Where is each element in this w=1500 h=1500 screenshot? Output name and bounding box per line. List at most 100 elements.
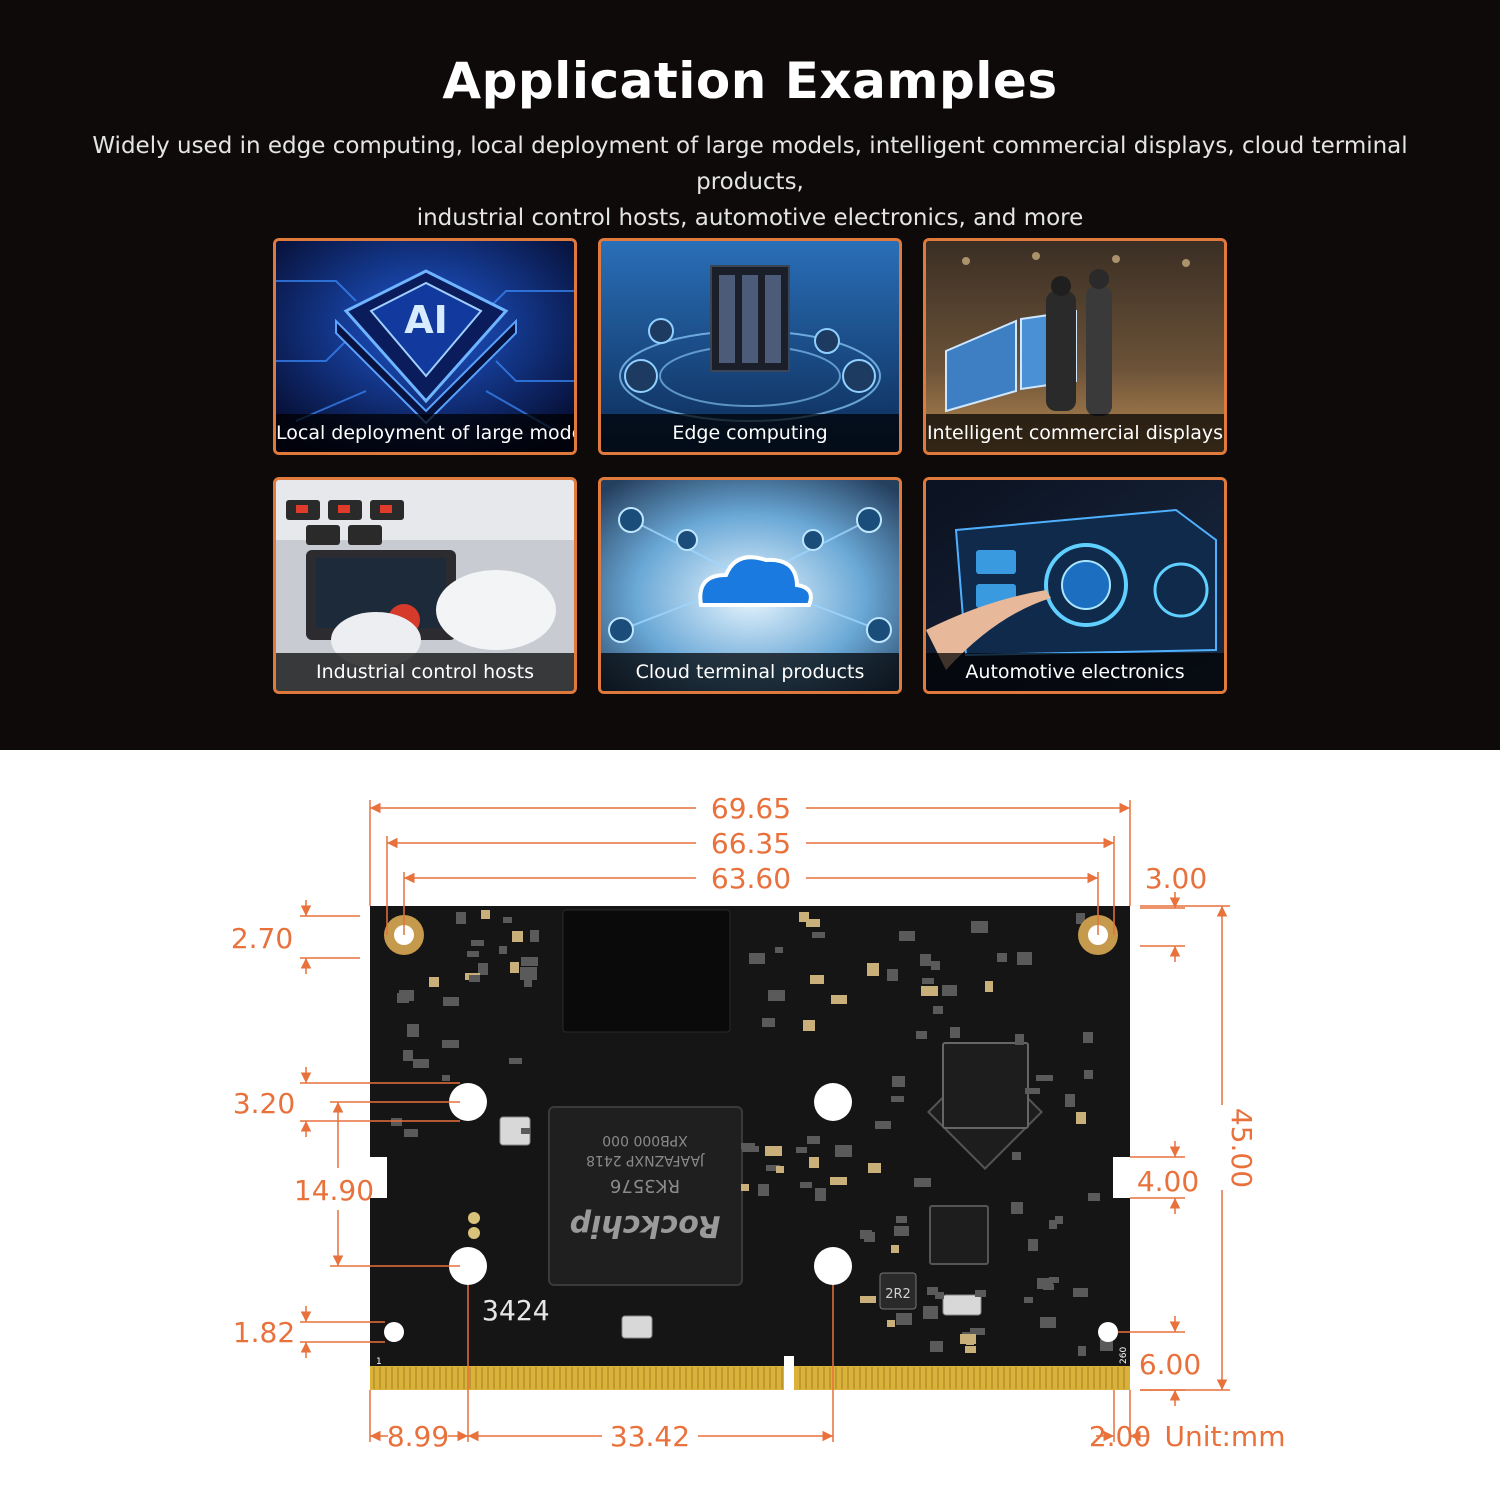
- dim-width-holes: 66.35: [711, 827, 791, 860]
- subtitle-line-2: industrial control hosts, automotive ele…: [416, 205, 1084, 231]
- smd-component: [1049, 1220, 1057, 1229]
- application-section: Application Examples Widely used in edge…: [0, 0, 1500, 750]
- smd-component: [456, 912, 466, 924]
- smd-component: [975, 1290, 986, 1297]
- smd-component: [442, 1075, 450, 1081]
- smd-component: [442, 1040, 459, 1048]
- smd-component: [914, 1178, 931, 1187]
- smd-component: [766, 1165, 780, 1171]
- smd-component: [512, 931, 523, 942]
- smd-component: [950, 1027, 960, 1038]
- subtitle-line-1: Widely used in edge computing, local dep…: [92, 133, 1408, 195]
- card-caption: Automotive electronics: [926, 653, 1224, 691]
- mounting-hole: [1098, 1322, 1118, 1342]
- smd-component: [1088, 1193, 1100, 1201]
- smd-component: [1100, 1339, 1113, 1351]
- smd-component: [399, 990, 414, 1001]
- smd-component: [1025, 1088, 1040, 1094]
- smd-component: [520, 967, 537, 980]
- dim-right-hole: 3.00: [1145, 862, 1207, 895]
- mounting-hole: [814, 1247, 852, 1285]
- smd-component: [891, 1245, 899, 1253]
- smd-component: [1012, 1152, 1021, 1160]
- smd-component: [930, 1341, 943, 1352]
- smd-component: [799, 912, 809, 922]
- dim-height-total: 45.00: [1225, 1108, 1258, 1188]
- smd-component: [920, 954, 931, 966]
- smd-component: [1073, 1288, 1088, 1297]
- passive-components: [391, 910, 1113, 1356]
- smd-component: [830, 1177, 847, 1185]
- som-board: 1 260 Rockchip RK3576 JAAFAZNXP 2418 XPB…: [370, 906, 1130, 1390]
- unit-label: Unit:mm: [1165, 1420, 1286, 1453]
- smd-component: [803, 1020, 815, 1031]
- rk3576-soc: [548, 1106, 743, 1286]
- mounting-hole: [449, 1083, 487, 1121]
- smd-component: [810, 975, 824, 984]
- smd-component: [521, 1128, 530, 1134]
- section-title: Application Examples: [442, 52, 1058, 110]
- smd-component: [970, 1328, 985, 1335]
- dim-mid-hole-spacing: 14.90: [294, 1174, 374, 1207]
- smd-component: [887, 969, 898, 981]
- smd-component: [812, 932, 825, 938]
- smd-component: [894, 1226, 909, 1236]
- inductor-label: 2R2: [885, 1287, 911, 1302]
- smd-component: [1055, 1216, 1063, 1224]
- crystal: [621, 1315, 653, 1339]
- smd-component: [796, 1147, 807, 1153]
- smd-component: [892, 1076, 905, 1087]
- smd-component: [429, 977, 439, 987]
- smd-component: [404, 1129, 418, 1137]
- smd-component: [807, 1136, 820, 1144]
- card-caption: Intelligent commercial displays: [926, 414, 1224, 452]
- smd-component: [1083, 1032, 1093, 1043]
- smd-component: [891, 1096, 904, 1102]
- smd-component: [997, 953, 1007, 962]
- smd-component: [510, 962, 519, 973]
- smd-component: [927, 1287, 938, 1295]
- smd-component: [765, 1146, 782, 1156]
- smd-component: [1037, 1278, 1053, 1289]
- smd-component: [1036, 1075, 1053, 1081]
- smd-component: [407, 1024, 419, 1037]
- dim-right-edge: 2.00: [1089, 1420, 1151, 1453]
- smd-component: [742, 1146, 759, 1152]
- ai-text: AI: [404, 298, 448, 342]
- smd-component: [758, 1184, 769, 1196]
- smd-component: [965, 1346, 976, 1353]
- section-subtitle: Widely used in edge computing, local dep…: [50, 128, 1450, 236]
- smd-component: [800, 1182, 812, 1188]
- smd-component: [1017, 952, 1032, 965]
- smd-component: [762, 1018, 775, 1027]
- smd-component: [403, 1050, 413, 1061]
- smd-component: [868, 1163, 881, 1173]
- pin-first-label: 1: [376, 1357, 382, 1367]
- smd-component: [942, 985, 957, 996]
- smd-component: [1024, 1297, 1033, 1303]
- crystal: [942, 1294, 982, 1316]
- smd-component: [935, 1292, 944, 1299]
- key-notch: [784, 1356, 794, 1390]
- smd-component: [860, 1296, 876, 1303]
- smd-component: [776, 1166, 784, 1173]
- dim-left-edge: 8.99: [387, 1420, 449, 1453]
- soc-code-1: JAAFAZNXP 2418: [586, 1152, 705, 1168]
- smd-component: [413, 1059, 429, 1068]
- dim-hole-center: 33.42: [610, 1420, 690, 1453]
- mounting-hole: [384, 1322, 404, 1342]
- mounting-hole: [449, 1247, 487, 1285]
- soc-model: RK3576: [610, 1175, 680, 1196]
- smd-component: [1084, 1070, 1093, 1079]
- smd-component: [933, 1006, 943, 1014]
- dim-bottom-hole-offset: 1.82: [233, 1316, 295, 1349]
- smd-component: [530, 930, 539, 942]
- smd-component: [503, 917, 512, 923]
- smd-component: [1043, 1284, 1054, 1290]
- dim-right-bottom: 6.00: [1139, 1348, 1201, 1381]
- smd-component: [1028, 1239, 1038, 1251]
- smd-component: [499, 946, 507, 954]
- card-edge-computing: Edge computing: [598, 238, 902, 455]
- mounting-hole: [814, 1083, 852, 1121]
- smd-component: [521, 957, 538, 966]
